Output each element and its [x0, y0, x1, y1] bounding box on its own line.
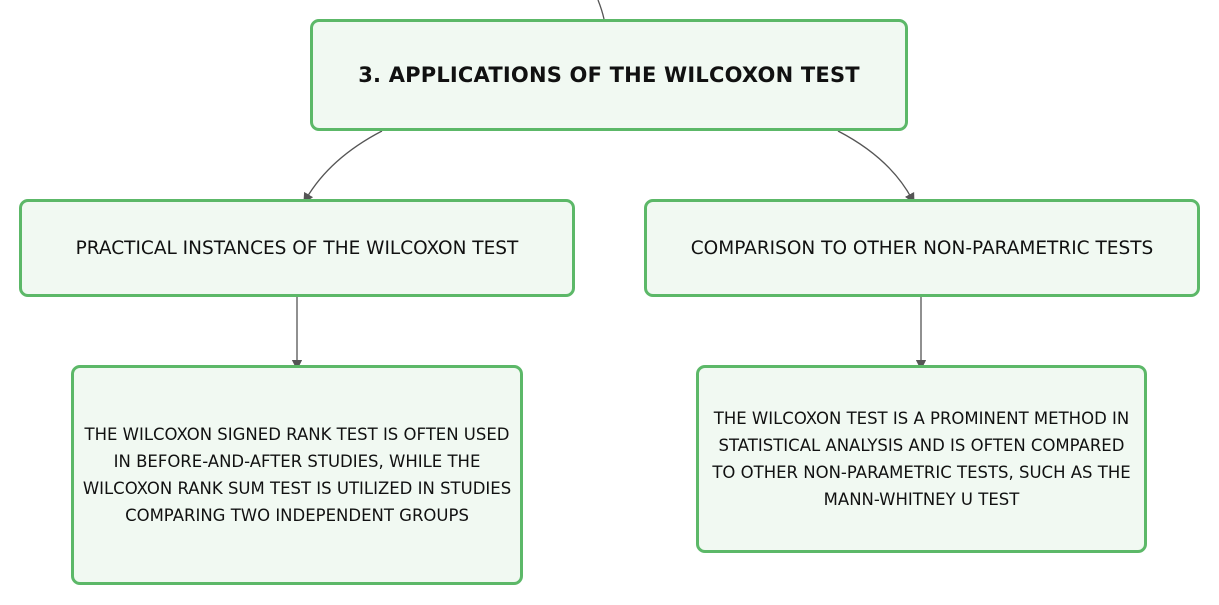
branch-node-label: COMPARISON TO OTHER NON-PARAMETRIC TESTS — [690, 237, 1154, 259]
connector-root-to-comparison — [837, 130, 915, 204]
branch-node-comparison[interactable]: COMPARISON TO OTHER NON-PARAMETRIC TESTS — [644, 199, 1200, 297]
connector-to-parent — [597, 0, 605, 20]
detail-node-text: THE WILCOXON TEST IS A PROMINENT METHOD … — [712, 409, 1131, 509]
detail-node-practical-instances[interactable]: THE WILCOXON SIGNED RANK TEST IS OFTEN U… — [71, 365, 523, 585]
root-node[interactable]: 3. APPLICATIONS OF THE WILCOXON TEST — [310, 19, 908, 131]
root-node-label: 3. APPLICATIONS OF THE WILCOXON TEST — [358, 63, 860, 87]
connector-root-to-practical — [303, 130, 383, 204]
branch-node-practical-instances[interactable]: PRACTICAL INSTANCES OF THE WILCOXON TEST — [19, 199, 575, 297]
branch-node-label: PRACTICAL INSTANCES OF THE WILCOXON TEST — [75, 237, 519, 259]
detail-node-text: THE WILCOXON SIGNED RANK TEST IS OFTEN U… — [82, 425, 512, 525]
detail-node-comparison[interactable]: THE WILCOXON TEST IS A PROMINENT METHOD … — [696, 365, 1147, 553]
